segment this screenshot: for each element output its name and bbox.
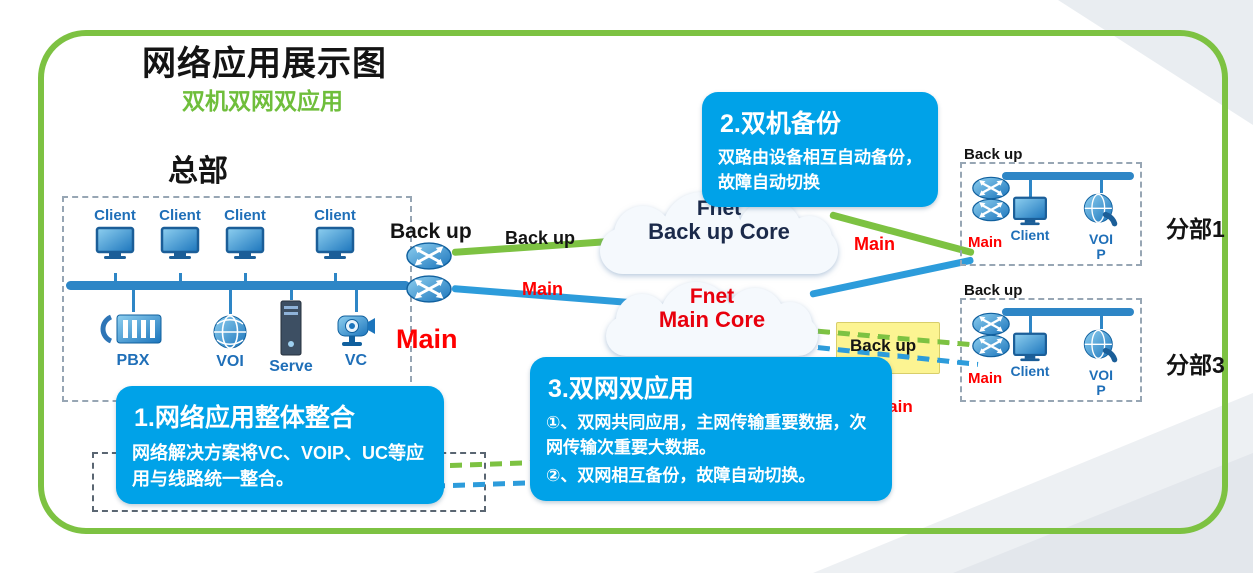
- vc-label: VC: [344, 352, 368, 369]
- hq-client-2: Client: [153, 207, 207, 260]
- client-monitor-icon: [95, 226, 135, 260]
- client-monitor-icon: [315, 226, 355, 260]
- branch3-bus-stub: [1100, 315, 1103, 329]
- hq-client-4: Client: [308, 207, 362, 260]
- client-monitor-icon: [225, 226, 265, 260]
- hq-bus-stub: [244, 273, 247, 283]
- page-title: 网络应用展示图: [142, 45, 387, 83]
- headquarters-label: 总部: [168, 155, 228, 188]
- branch1-name: 分部1: [1166, 216, 1225, 242]
- cloud-shape: [606, 316, 818, 356]
- slide-frame-border: [38, 30, 1228, 534]
- client-monitor-icon: [160, 226, 200, 260]
- branch1-voip-label: VOIP: [1088, 231, 1114, 263]
- video-camera-icon: [336, 312, 376, 348]
- branch1-client-label: Client: [1010, 227, 1050, 243]
- voip-phone-icon: [1082, 328, 1120, 366]
- main-cloud-name: Fnet: [689, 285, 735, 308]
- branch1-bus-stub: [1100, 179, 1103, 193]
- hq-bus-stub: [334, 273, 337, 283]
- hq-bus-stub: [355, 289, 358, 312]
- hq-client-3: Client: [218, 207, 272, 260]
- main-core-cloud: Fnet Main Core: [606, 278, 818, 360]
- voip-globe-icon: [212, 314, 248, 350]
- hq-backup-router-icon: [406, 241, 452, 271]
- hq-client-2-label: Client: [159, 207, 201, 224]
- server-label: Serve: [269, 358, 313, 375]
- callout-1-body: 网络解决方案将VC、VOIP、UC等应用与线路统一整合。: [132, 443, 425, 490]
- hq-client-1-label: Client: [94, 207, 136, 224]
- main-cloud-role: Main Core: [658, 307, 766, 333]
- hq-main-router-icon: [406, 274, 452, 304]
- pbx-phone-icon: [100, 312, 166, 346]
- hq-bus-stub: [114, 273, 117, 283]
- hq-network-bus: [66, 281, 410, 290]
- pbx-label: PBX: [116, 352, 150, 369]
- main-cloud-text: Fnet Main Core: [606, 278, 818, 360]
- branch1-group-box: [960, 162, 1142, 266]
- branch3-router-icon-1: [972, 312, 1010, 336]
- callout-3-body-2: ②、双网相互备份，故障自动切换。: [546, 466, 816, 486]
- branch3-bus: [1002, 308, 1134, 316]
- branch1-bus: [1002, 172, 1134, 180]
- branch1-router-icon-2: [972, 198, 1010, 222]
- branch1-main-line-label: Main: [854, 234, 896, 254]
- hq-backup-router-label: Back up: [390, 220, 472, 243]
- hq-client-4-label: Client: [314, 207, 356, 224]
- callout-3-dual-network: 3.双网双应用 ①、双网共同应用，主网传输重要数据，次网传输次重要大数据。 ②、…: [530, 357, 892, 501]
- branch3-client-label: Client: [1010, 363, 1050, 379]
- hq-bus-stub: [290, 289, 293, 300]
- branch3-name: 分部3: [1166, 352, 1225, 378]
- hq-bus-stub: [179, 273, 182, 283]
- branch1-backup-label: Back up: [964, 146, 1023, 163]
- hq-bus-stub: [132, 289, 135, 312]
- voip-label: VOI: [216, 353, 244, 370]
- hq-bus-stub: [229, 289, 232, 314]
- callout-3-body-1: ①、双网共同应用，主网传输重要数据，次网传输次重要大数据。: [546, 413, 867, 457]
- client-monitor-icon: [1012, 196, 1048, 226]
- callout-2-dual-router-backup: 2.双机备份 双路由设备相互自动备份，故障自动切换: [702, 92, 938, 208]
- voip-phone-icon: [1082, 192, 1120, 230]
- hq-main-router-label: Main: [396, 324, 458, 354]
- callout-1-title: 1.网络应用整体整合: [134, 404, 355, 432]
- callout-3-title: 3.双网双应用: [548, 375, 694, 403]
- backup-cloud-role: Back up Core: [648, 219, 790, 245]
- branch3-backup-label: Back up: [964, 282, 1023, 299]
- client-monitor-icon: [1012, 332, 1048, 362]
- branch1-router-icon-1: [972, 176, 1010, 200]
- branch1-bus-stub: [1029, 179, 1032, 197]
- branch3-bus-stub: [1029, 315, 1032, 333]
- callout-1-integration: 1.网络应用整体整合 网络解决方案将VC、VOIP、UC等应用与线路统一整合。: [116, 386, 444, 505]
- branch3-router-icon-2: [972, 334, 1010, 358]
- branch3-group-box: [960, 298, 1142, 402]
- cloud-shape: [600, 228, 838, 274]
- branch3-main-label: Main: [968, 370, 1003, 387]
- branch1-main-label: Main: [968, 234, 1003, 251]
- callout-2-title: 2.双机备份: [720, 110, 841, 138]
- callout-2-body: 双路由设备相互自动备份，故障自动切换: [718, 148, 922, 192]
- branch3-backup-line-label: Back up: [850, 336, 917, 355]
- page-subtitle: 双机双网双应用: [182, 88, 343, 114]
- hq-client-3-label: Client: [224, 207, 266, 224]
- backup-line-label: Back up: [505, 228, 576, 248]
- server-tower-icon: [280, 300, 302, 356]
- hq-client-1: Client: [88, 207, 142, 260]
- main-line-label: Main: [522, 279, 564, 299]
- branch3-voip-label: VOIP: [1088, 367, 1114, 399]
